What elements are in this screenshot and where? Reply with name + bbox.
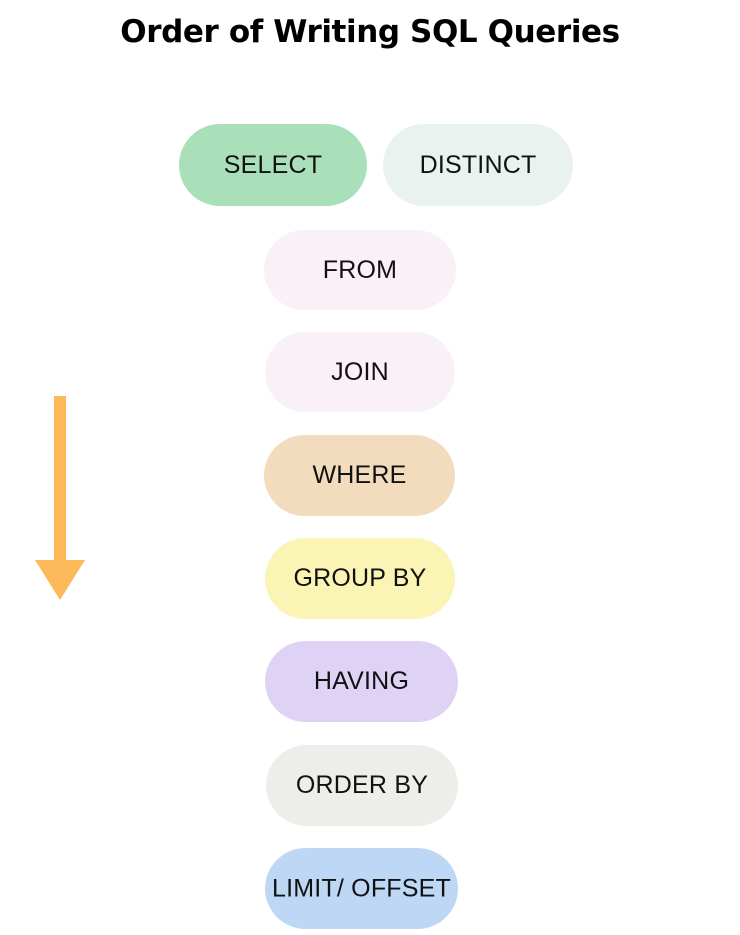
step-pill-having[interactable]: HAVING [265, 641, 458, 722]
page-title: Order of Writing SQL Queries [120, 14, 620, 50]
step-pill-label: SELECT [223, 150, 323, 179]
step-pill-label: WHERE [312, 461, 407, 489]
step-pill-order-by[interactable]: ORDER BY [266, 745, 458, 826]
step-pill-group-by[interactable]: GROUP BY [265, 538, 455, 619]
step-pill-label: JOIN [331, 357, 389, 386]
order-direction-arrow-icon [35, 396, 85, 600]
step-pill-label: DISTINCT [419, 150, 537, 179]
step-pill-label: GROUP BY [293, 564, 427, 592]
step-pill-label: HAVING [313, 667, 410, 695]
step-pill-join[interactable]: JOIN [265, 332, 455, 412]
step-pill-where[interactable]: WHERE [264, 435, 455, 516]
step-pill-distinct[interactable]: DISTINCT [383, 124, 573, 206]
step-pill-label: ORDER BY [295, 771, 429, 799]
step-pill-from[interactable]: FROM [264, 230, 456, 310]
step-pill-label: LIMIT/ OFFSET [272, 874, 451, 902]
step-pill-select[interactable]: SELECT [179, 124, 367, 206]
step-pill-label: FROM [322, 255, 398, 284]
step-pill-limit-offset[interactable]: LIMIT/ OFFSET [265, 848, 458, 929]
